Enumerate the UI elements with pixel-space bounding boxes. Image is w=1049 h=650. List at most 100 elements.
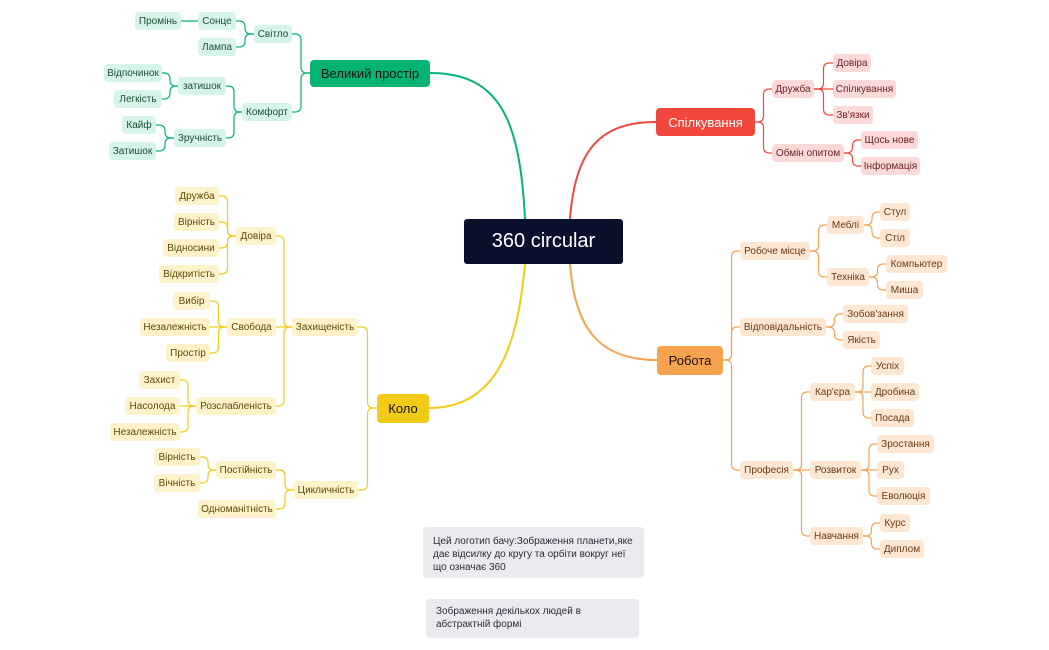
node-evoliutsiia[interactable]: Еволюція — [877, 487, 930, 505]
node-dyplom[interactable]: Диплом — [880, 540, 924, 558]
link-o4-0 — [869, 263, 886, 278]
node-dovira-red[interactable]: Довіра — [833, 54, 871, 72]
link-o5-0 — [826, 313, 843, 328]
node-tekhnika[interactable]: Техніка — [827, 268, 869, 286]
node-misce[interactable]: Робоче місце — [740, 242, 810, 260]
node-prostir[interactable]: Простір — [166, 344, 210, 362]
node-komfort[interactable]: Комфорт — [242, 103, 292, 121]
node-zatyshok2[interactable]: Затишок — [109, 142, 156, 160]
link-o3-1 — [864, 224, 880, 239]
link-g1-1 — [292, 72, 310, 113]
link-o5-1 — [826, 326, 843, 341]
link-y6-0 — [276, 469, 294, 491]
node-posada[interactable]: Посада — [871, 409, 914, 427]
node-dovira-yellow[interactable]: Довіра — [236, 227, 276, 245]
node-odnomanitnist[interactable]: Одноманітність — [198, 500, 276, 518]
node-druzhba-yellow[interactable]: Дружба — [175, 187, 219, 205]
link-r2-0 — [814, 62, 833, 90]
link-o1-2 — [723, 359, 740, 471]
node-nasoloda[interactable]: Насолода — [125, 397, 180, 415]
node-vidnosyny[interactable]: Відносини — [163, 239, 219, 257]
node-sontse[interactable]: Сонце — [198, 12, 236, 30]
link-y1-1 — [358, 407, 377, 491]
link-o3-0 — [864, 211, 880, 226]
link-root-spilkuvannia — [569, 121, 657, 220]
node-stul[interactable]: Стул — [880, 203, 910, 221]
link-o6-2 — [793, 469, 810, 537]
node-kaif[interactable]: Кайф — [122, 116, 156, 134]
node-tsyklichnist[interactable]: Цикличність — [294, 481, 358, 499]
link-y2-0 — [276, 235, 292, 328]
link-y5-0 — [180, 379, 196, 407]
node-rozvytok[interactable]: Розвиток — [810, 461, 861, 479]
branch-node-kolo[interactable]: Коло — [377, 394, 429, 423]
branch-node-robota[interactable]: Робота — [657, 346, 723, 375]
node-zrostannia[interactable]: Зростання — [877, 435, 934, 453]
branch-node-prostir[interactable]: Великий простір — [310, 60, 430, 87]
node-zatyshok[interactable]: затишок — [178, 77, 226, 95]
node-zoboviazannia[interactable]: Зобов'зання — [843, 305, 908, 323]
note-logo[interactable]: Цей логотип бачу:Зображення планети,яке … — [423, 527, 644, 578]
node-navchannia[interactable]: Навчання — [810, 527, 863, 545]
node-informatsiia[interactable]: Інформація — [861, 157, 920, 175]
node-kompiuter[interactable]: Компьютер — [886, 255, 947, 273]
node-svoboda[interactable]: Свобода — [227, 318, 276, 336]
link-y5-2 — [180, 405, 196, 433]
link-y7-0 — [200, 456, 216, 471]
node-svitlo[interactable]: Світло — [254, 25, 292, 43]
link-g2-1 — [236, 33, 254, 48]
node-stil[interactable]: Стіл — [880, 229, 910, 247]
node-shchos[interactable]: Щось нове — [861, 131, 918, 149]
node-druzhba-red[interactable]: Дружба — [772, 80, 814, 98]
link-o9-1 — [863, 535, 880, 550]
link-y3-1 — [219, 221, 236, 237]
root-node[interactable]: 360 circular — [464, 219, 623, 264]
node-vybir[interactable]: Вибір — [173, 292, 210, 310]
node-zakhyst[interactable]: Захист — [139, 371, 180, 389]
link-o7-2 — [855, 391, 871, 419]
branch-node-spilkuvannia[interactable]: Спілкування — [656, 108, 755, 136]
link-r2-2 — [814, 88, 833, 116]
node-mebli[interactable]: Меблі — [827, 216, 864, 234]
node-kariera[interactable]: Кар'єра — [810, 383, 855, 401]
node-nezalezhnist-2[interactable]: Незалежність — [110, 423, 180, 441]
node-profesiia[interactable]: Професія — [740, 461, 793, 479]
node-zruchnist[interactable]: Зручність — [174, 129, 226, 147]
node-kurs[interactable]: Курс — [880, 514, 910, 532]
node-rozslablenist[interactable]: Розслабленість — [196, 397, 276, 415]
link-r1-0 — [755, 88, 772, 123]
link-y6-1 — [276, 489, 294, 510]
node-promin[interactable]: Промінь — [135, 12, 181, 30]
node-virnist-1[interactable]: Вірність — [174, 213, 219, 231]
link-g4-1 — [226, 111, 242, 139]
node-vidpochynok[interactable]: Відпочинок — [104, 64, 162, 82]
link-y1-0 — [358, 326, 377, 409]
node-obmin[interactable]: Обмін опитом — [772, 144, 844, 162]
link-y4-0 — [210, 300, 227, 328]
note-people[interactable]: Зображення декількох людей в абстрактній… — [426, 599, 639, 638]
node-lehkist[interactable]: Легкість — [114, 90, 162, 108]
link-g1-0 — [292, 33, 310, 74]
node-drobyna[interactable]: Дробина — [871, 383, 919, 401]
link-r3-1 — [844, 152, 861, 167]
node-nezalezhnist-1[interactable]: Незалежність — [140, 318, 210, 336]
link-y3-3 — [219, 235, 236, 275]
node-mysha[interactable]: Миша — [886, 281, 923, 299]
node-vichnist[interactable]: Вічність — [154, 474, 200, 492]
node-spilkuvannia-leaf[interactable]: Спілкування — [833, 80, 896, 98]
node-postiinist[interactable]: Постійність — [216, 461, 276, 479]
node-zviazky[interactable]: Зв'язки — [833, 106, 873, 124]
node-vidkrytist[interactable]: Відкритість — [159, 265, 219, 283]
link-y4-2 — [210, 326, 227, 354]
node-uspikh[interactable]: Успіх — [871, 357, 904, 375]
node-lampa[interactable]: Лампа — [198, 38, 236, 56]
link-y2-2 — [276, 326, 292, 407]
node-vidpovidalnist[interactable]: Відповідальність — [740, 318, 826, 336]
link-g5-0 — [162, 72, 178, 87]
node-virnist-2[interactable]: Вірність — [154, 448, 200, 466]
node-zakhyshchenist[interactable]: Захищеність — [292, 318, 358, 336]
link-o7-0 — [855, 365, 871, 393]
node-yakist[interactable]: Якість — [843, 331, 880, 349]
node-rukh[interactable]: Рух — [877, 461, 904, 479]
